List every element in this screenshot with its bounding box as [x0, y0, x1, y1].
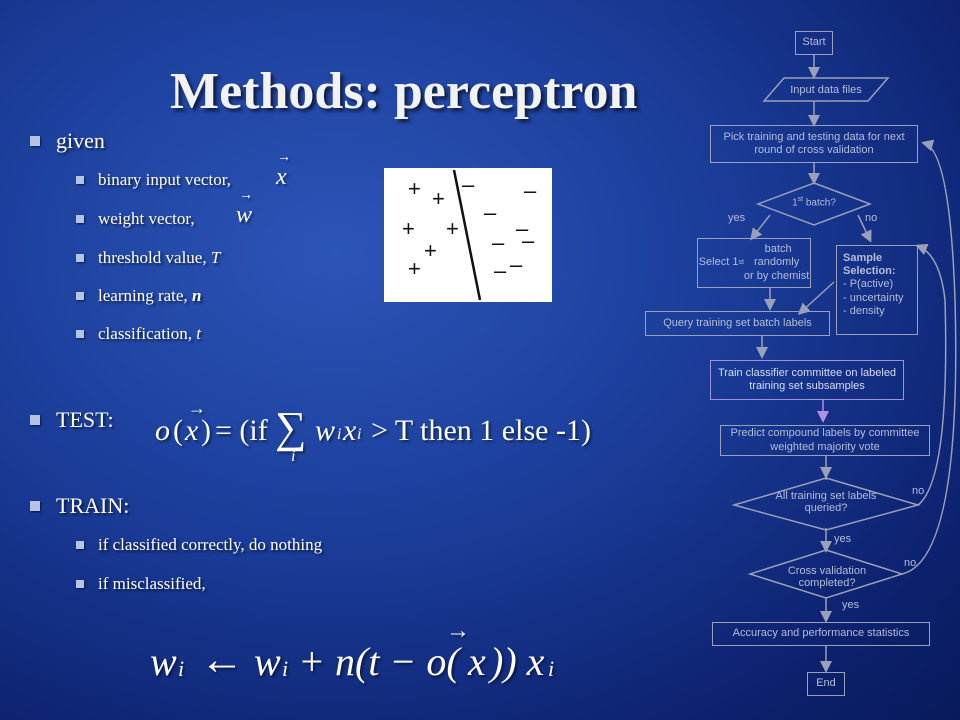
- test-formula: o ( x → ) = (if ∑ i w i x i > T then 1 e…: [155, 398, 591, 465]
- flow-no2: no: [912, 485, 925, 497]
- bullet-train: TRAIN:: [30, 493, 129, 519]
- minus-mark: –: [494, 258, 507, 283]
- bullet-learning-rate: learning rate, n: [76, 286, 201, 306]
- bullet-marker: [76, 214, 84, 223]
- flow-accuracy: Accuracy and performance statistics: [712, 622, 930, 646]
- flow-predict: Predict compound labels by committee wei…: [720, 425, 930, 456]
- bullet-binary-input: binary input vector,: [76, 170, 231, 190]
- flow-pick: Pick training and testing data for next …: [710, 125, 918, 163]
- vector-arrow-icon: →: [188, 398, 206, 418]
- flow-train: Train classifier committee on labeled tr…: [710, 360, 904, 400]
- flow-sample-selection: Sample Selection: - P(active) - uncertai…: [836, 245, 918, 335]
- flow-query: Query training set batch labels: [645, 311, 830, 336]
- decision-cv-done: [747, 549, 905, 599]
- bullet-correct-text: if classified correctly, do nothing: [98, 535, 323, 554]
- vector-arrow-icon: →: [277, 150, 291, 165]
- plus-mark: +: [432, 186, 445, 211]
- bullet-given: given: [30, 128, 105, 154]
- bullet-marker: [30, 500, 40, 511]
- formula-x: x: [185, 414, 199, 447]
- bullet-threshold-text: threshold value,: [98, 248, 211, 267]
- bullet-mis-text: if misclassified,: [98, 574, 206, 593]
- plus-mark: +: [446, 216, 459, 241]
- bullet-weight-text: weight vector,: [98, 209, 195, 228]
- minus-mark: –: [484, 200, 497, 225]
- flow-no3: no: [904, 557, 917, 569]
- bullet-train-text: TRAIN:: [56, 493, 130, 518]
- bullet-test-text: TEST:: [56, 407, 114, 432]
- x-vector-symbol: →x: [276, 150, 291, 190]
- decision-boundary: [452, 169, 482, 301]
- formula-if: = (if: [215, 414, 268, 447]
- bullet-classification-text: classification,: [98, 324, 197, 343]
- input-parallelogram: [762, 77, 890, 102]
- minus-mark: –: [524, 178, 537, 203]
- flow-yes1: yes: [728, 212, 746, 224]
- vector-arrow-icon: →: [446, 618, 470, 644]
- sum-index: i: [291, 448, 296, 465]
- flow-end: End: [807, 672, 845, 696]
- flow-input: Input data files: [790, 84, 862, 96]
- flow-yes3: yes: [842, 599, 860, 611]
- bullet-given-text: given: [56, 128, 105, 153]
- vector-arrow-icon: →: [239, 188, 253, 203]
- bullet-marker: [76, 291, 84, 300]
- plus-mark: +: [408, 176, 421, 201]
- plus-mark: +: [402, 216, 415, 241]
- decision-all-queried: [731, 477, 921, 531]
- flow-start: Start: [795, 31, 833, 55]
- flow-no1: no: [865, 212, 878, 224]
- bullet-marker: [76, 329, 84, 338]
- formula-w: w: [315, 414, 336, 447]
- minus-mark: –: [510, 252, 523, 277]
- bullet-test: TEST:: [30, 407, 114, 433]
- bullet-classification: classification, t: [76, 324, 201, 344]
- bullet-threshold: threshold value, T: [76, 248, 220, 268]
- minus-mark: –: [522, 228, 535, 253]
- perceptron-plot: ++++++ ––––––––: [384, 168, 552, 302]
- plus-mark: +: [424, 238, 437, 263]
- formula-o: o: [155, 414, 170, 447]
- bullet-mis: if misclassified,: [76, 574, 206, 594]
- flow-first-batch-label: 1st batch?: [792, 196, 836, 209]
- threshold-var: T: [210, 248, 221, 267]
- bullet-binary-input-text: binary input vector,: [98, 170, 231, 189]
- minus-mark: –: [462, 172, 475, 197]
- sum-symbol: ∑: [275, 403, 307, 452]
- flow-yes2: yes: [834, 533, 852, 545]
- decision-first-batch: [755, 182, 873, 226]
- bullet-learning-text: learning rate,: [98, 286, 192, 305]
- slide-title: Methods: perceptron: [170, 63, 638, 120]
- minus-mark: –: [492, 230, 505, 255]
- bullet-marker: [30, 135, 40, 146]
- flow-cv-label: Cross validation completed?: [787, 565, 867, 589]
- bullet-weight: weight vector,: [76, 209, 195, 229]
- bullet-correct: if classified correctly, do nothing: [76, 535, 322, 555]
- minus-mark: –: [516, 216, 529, 241]
- formula-rest: > T then 1 else -1): [371, 414, 591, 447]
- learning-var: n: [191, 286, 202, 305]
- assign-arrow-icon: ←: [200, 635, 244, 684]
- plus-mark: +: [408, 256, 421, 281]
- bullet-marker: [30, 414, 40, 425]
- train-formula: w i ← w i + n(t − o( x → )) x i: [150, 618, 555, 684]
- bullet-marker: [76, 175, 84, 184]
- bullet-marker: [76, 253, 84, 262]
- flow-all-queried-label: All training set labels queried?: [775, 490, 877, 514]
- bullet-marker: [76, 579, 84, 588]
- classification-var: t: [196, 324, 201, 343]
- w-vector-symbol: →w: [236, 188, 253, 228]
- bullet-marker: [76, 540, 84, 549]
